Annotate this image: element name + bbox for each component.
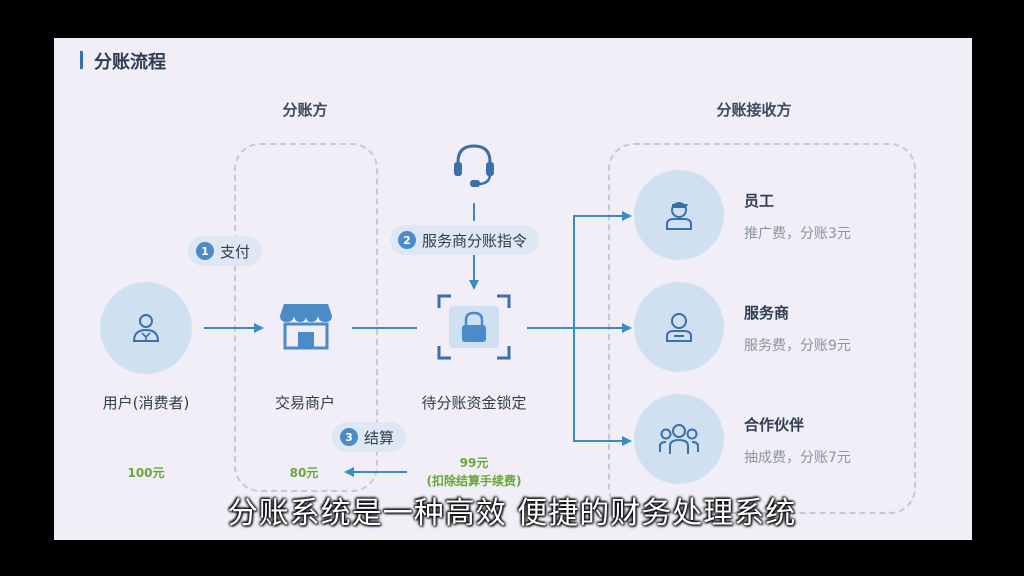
step-pay: 1 支付 — [188, 236, 263, 266]
diagram-canvas: 分账流程 分账方 分账接收方 用户(消费者) 100元 — [54, 38, 972, 540]
partners-icon — [659, 424, 699, 454]
service-provider-node — [634, 282, 724, 372]
merchant-amount: 80元 — [289, 466, 319, 480]
user-amount: 100元 — [127, 466, 165, 480]
lock-icon — [437, 294, 511, 360]
diagram-title: 分账流程 — [94, 52, 166, 73]
headset-icon — [452, 140, 496, 192]
lock-node — [437, 294, 511, 360]
payer-side-box — [234, 143, 378, 492]
receiver-name: 员工 — [744, 192, 775, 210]
video-subtitle: 分账系统是一种高效 便捷的财务处理系统 — [227, 496, 797, 531]
merchant-node — [278, 300, 334, 352]
locked-amount: 99元 — [459, 456, 489, 470]
step-number: 2 — [398, 231, 416, 249]
user-label: 用户(消费者) — [102, 394, 190, 412]
step-settlement: 3 结算 — [332, 422, 407, 452]
step-split-instruction: 2 服务商分账指令 — [390, 225, 540, 255]
receiver-side-header: 分账接收方 — [716, 101, 792, 119]
flow-connectors — [204, 203, 632, 477]
receiver-name: 服务商 — [744, 304, 790, 322]
receiver-name: 合作伙伴 — [744, 416, 805, 434]
partner-node — [634, 394, 724, 484]
merchant-label: 交易商户 — [274, 394, 335, 412]
receiver-description: 抽成费，分账7元 — [744, 450, 851, 466]
locked-funds-label: 待分账资金锁定 — [421, 394, 527, 412]
payer-side-header: 分账方 — [282, 101, 328, 119]
receiver-description: 服务费，分账9元 — [744, 338, 851, 354]
step-number: 3 — [340, 428, 358, 446]
service-person-icon — [666, 313, 692, 342]
storefront-icon — [280, 304, 332, 350]
step-number: 1 — [196, 242, 214, 260]
step-label: 服务商分账指令 — [422, 231, 528, 250]
employee-node — [634, 170, 724, 260]
employee-icon — [666, 202, 692, 230]
step-label: 支付 — [220, 242, 251, 261]
locked-amount-note: (扣除结算手续费) — [426, 474, 522, 488]
title-accent-bar — [80, 51, 83, 69]
consumer-icon — [132, 314, 160, 342]
step-label: 结算 — [364, 428, 395, 447]
user-node — [100, 282, 192, 374]
receiver-description: 推广费，分账3元 — [744, 226, 851, 242]
